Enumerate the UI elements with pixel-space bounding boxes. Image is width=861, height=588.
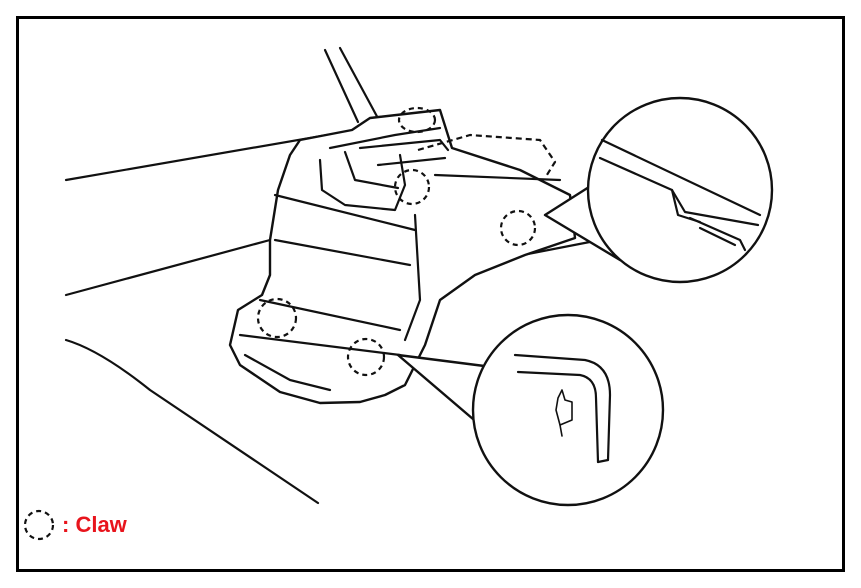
dashed-circle-icon <box>23 509 55 541</box>
panel-rim-inner <box>376 156 447 167</box>
callout-detail-upper <box>543 96 774 284</box>
legend-label: : Claw <box>62 512 127 537</box>
detail-hook-outer <box>513 353 612 462</box>
claw-marker-top <box>397 106 437 134</box>
panel-crease-7 <box>433 173 562 182</box>
panel-top-rim <box>358 138 450 152</box>
detail-hook-end <box>596 458 610 464</box>
detail-claw-tip <box>559 424 563 437</box>
legend: : Claw <box>22 505 127 545</box>
trim-line-middle <box>64 238 272 297</box>
pillar-line-left <box>323 48 360 124</box>
panel-crease-2 <box>273 238 412 267</box>
detail-edge-4 <box>698 226 737 247</box>
claw-markers <box>256 106 537 377</box>
claw-marker-upper <box>393 168 431 206</box>
pillar-line-right <box>338 46 382 124</box>
trim-panel <box>228 108 577 405</box>
hidden-outline <box>417 133 557 179</box>
detail-hook-inner <box>516 370 600 464</box>
panel-crease-6 <box>243 353 332 392</box>
claw-marker-right <box>499 209 537 247</box>
detail-edge-3 <box>688 216 747 252</box>
claw-marker-lower <box>346 337 386 377</box>
panel-pocket <box>318 153 407 212</box>
panel-top-edge <box>328 126 442 150</box>
detail-edge-2 <box>598 156 760 227</box>
callout-detail-lower <box>396 313 665 507</box>
panel-crease-3 <box>403 213 422 342</box>
detail-claw-tab <box>555 389 573 426</box>
claw-marker-left <box>256 297 298 339</box>
detail-edge-1 <box>600 138 762 217</box>
panel-crease-5 <box>238 333 402 357</box>
trim-line-lower <box>64 338 320 505</box>
callout-circle-upper <box>586 96 774 284</box>
callout-circle-lower <box>471 313 665 507</box>
panel-pocket-inner <box>343 150 400 190</box>
panel-outline <box>228 108 577 405</box>
panel-crease-4 <box>258 298 402 332</box>
panel-crease-1 <box>273 193 417 232</box>
